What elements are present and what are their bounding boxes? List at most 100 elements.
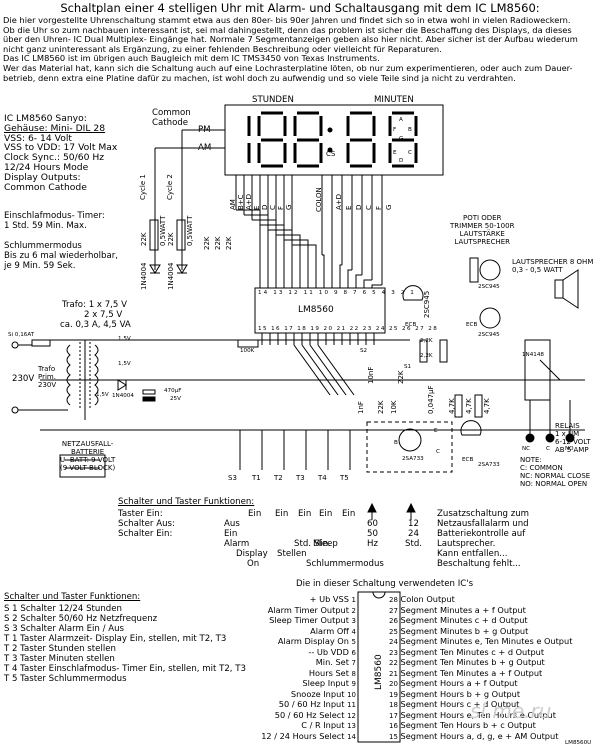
pin-label: Segment Ten Minutes b + g Output (400, 657, 545, 667)
functions-col-s3: Aus Ein Alarm (224, 519, 249, 549)
speaker-line: LAUTSPRECHER 8 OHM (512, 258, 594, 266)
zusatz-line: Kann entfallen... (437, 549, 508, 559)
stunden-label: STUNDEN (252, 95, 294, 105)
intro-line: über den Uhren- IC Dual Multiplex- Eingä… (3, 34, 578, 45)
pin-number: 28 (389, 596, 398, 604)
r22k-label-4: 22K (214, 236, 222, 251)
pin-label: Colon Output (400, 594, 455, 604)
relay-line: RELAIS (555, 422, 580, 430)
pinout-left-row: -- Ub VDD 6 (200, 647, 356, 658)
functions-col-t2: Ein On (247, 509, 288, 569)
seg-letter-e: E (393, 150, 397, 156)
pinout-right-row: 23 Segment Ten Minutes c + d Output (389, 647, 595, 658)
page-title: Schaltplan einer 4 stelligen Uhr mit Ala… (60, 1, 540, 15)
s1-label: S1 (404, 364, 412, 370)
ic-info-line: VSS to VDD: 17 Volt Max (4, 142, 118, 154)
pin-label: -- Ub VDD (308, 646, 349, 657)
r100k-label: 100K (240, 348, 255, 354)
pin-label-am: AM (229, 199, 237, 210)
diode-label-c: 1N4004 (112, 393, 134, 399)
v15-label-1: 1,5V (118, 336, 131, 342)
snooze-info: Schlummermodus Bis zu 6 mal wiederholbar… (4, 241, 118, 271)
watermark: sl.me.ru (470, 699, 552, 723)
pin-label: Segment Hours c + d Output (400, 699, 520, 709)
w-label-1: 0,5WATT (159, 215, 167, 246)
speaker-info: LAUTSPRECHER 8 OHM 0,3 - 0,5 WATT (512, 258, 593, 274)
trafo-line: Trafo: 1 x 7,5 V (62, 300, 127, 310)
pin-label: Hours Set (308, 667, 349, 678)
snooze-line: Schlummermodus (4, 241, 82, 251)
ic-bottom-pins: 15 16 17 18 19 20 21 22 23 24 25 26 27 2… (258, 326, 439, 332)
fuse-label: Si 0,16AT (8, 332, 35, 338)
c0047-label: 0,047µF (427, 385, 435, 414)
t2sa733-label-2: 2SA733 (478, 462, 500, 468)
pin-label: Segment Minutes e, Ten Minutes e Output (400, 636, 573, 646)
pin-label: Segment Ten Minutes c + d Output (400, 646, 545, 657)
c1n-label: 1nF (357, 401, 365, 414)
pin-number: 27 (389, 606, 398, 615)
r4k7-label-2: 4,7K (465, 398, 473, 414)
pin-label: Snooze Input (290, 688, 345, 699)
pin-label: 50 / 60 Hz Select (274, 709, 345, 720)
relay-terminal-nc: NC (522, 446, 531, 452)
ic-info-line: Display Outputs: (4, 171, 81, 183)
r4k7-label-3: 4,7K (483, 398, 491, 414)
taster-line: S 1 Schalter 12/24 Stunden (4, 604, 122, 614)
trafo-prim-line: Prim. (38, 373, 56, 381)
intro-line: Wer das Material hat, kann sich die Scha… (3, 62, 573, 73)
functions-cell: Sleep (314, 539, 338, 549)
pin-label: Sleep Input (302, 678, 349, 688)
lm8560-chip (254, 287, 386, 334)
battery-line: U- BATT: 9 VOLT (60, 456, 116, 464)
r22k-label-6: 2,2K (420, 338, 433, 344)
taster-list: S 1 Schalter 12/24 Stunden S 2 Schalter … (4, 604, 246, 684)
r22k-label-7: 2,2K (420, 353, 433, 359)
ecb-label-3: ECB (462, 457, 474, 463)
pin-label: Min. Set (315, 657, 349, 667)
footer-code: LM8560U (565, 740, 592, 746)
pinout-left-row: + Ub VSS 1 (200, 594, 356, 605)
switch-t2: T2 (274, 474, 283, 482)
stellen-label: Stellen (277, 549, 307, 559)
functions-row: Taster Ein: (118, 509, 163, 519)
switch-t3: T3 (296, 474, 305, 482)
pinout-right-row: 27 Segment Minutes a + f Output (389, 605, 595, 616)
pin-number: 7 (351, 659, 356, 667)
ic-info-line: 12/24 Hours Mode (4, 161, 89, 173)
r22k-label-9: 22K (397, 370, 405, 385)
speaker-line: 0,3 - 0,5 WATT (512, 266, 563, 274)
relay-terminal-no: NO (565, 446, 574, 452)
pin-number: 9 (351, 680, 356, 688)
trafo-line: ca. 0,3 A, 4,5 VA (60, 320, 131, 330)
ic-top-pins: 14 13 12 11 10 9 8 7 6 5 4 3 2 1 (258, 290, 416, 296)
ic-info-heading: IC LM8560 Sanyo: (4, 113, 87, 124)
functions-row: Schalter Ein: (118, 529, 173, 539)
v25-label: 25V (170, 396, 181, 402)
freq-cell: 50 (367, 529, 378, 539)
relay-line: AB 5 AMP (555, 446, 589, 454)
functions-panel-rows: Taster Ein: Schalter Aus: Schalter Ein: (118, 509, 175, 539)
taster-line: T 3 Taster Minuten stellen (4, 654, 115, 664)
ecb-label-1: ECB (405, 322, 417, 328)
pinout-left-row: 50 / 60 Hz Select 12 (200, 710, 356, 721)
seg-letter-c: C (408, 150, 412, 156)
c470-label: 470µF (164, 388, 182, 394)
intro-line: Ob die Uhr so zum nachbauen interessant … (3, 24, 572, 35)
r22k-label-8: 22K (377, 400, 385, 415)
v15-label-3: 1,5V (96, 392, 109, 398)
functions-col-t1: Ein Display (236, 509, 268, 559)
pin-label: 50 / 60 Hz Input (278, 699, 345, 709)
pin-number: 6 (351, 648, 356, 657)
pin-number: 1 (351, 596, 356, 604)
intro-line: Die hier vorgestellte Uhrenschaltung sta… (3, 15, 571, 25)
pin-label-d2: D (355, 204, 363, 210)
relay-note-line: NO: NORMAL OPEN (520, 480, 588, 488)
pinout-right: 28 Colon Output 27 Segment Minutes a + f… (389, 594, 595, 741)
poti-line: LAUTSTÄRKE (459, 230, 505, 238)
hours-cell: 24 (408, 529, 419, 539)
colon-dot-lower (327, 147, 333, 153)
pinout-right-row: 22 Segment Ten Minutes b + g Output (389, 657, 595, 668)
poti-info: POTI ODER TRIMMER 50-100R LAUTSTÄRKE LAU… (450, 214, 514, 246)
w-label-2: 0,5WATT (186, 215, 194, 246)
trafo-line: 2 x 7,5 V (84, 310, 123, 320)
